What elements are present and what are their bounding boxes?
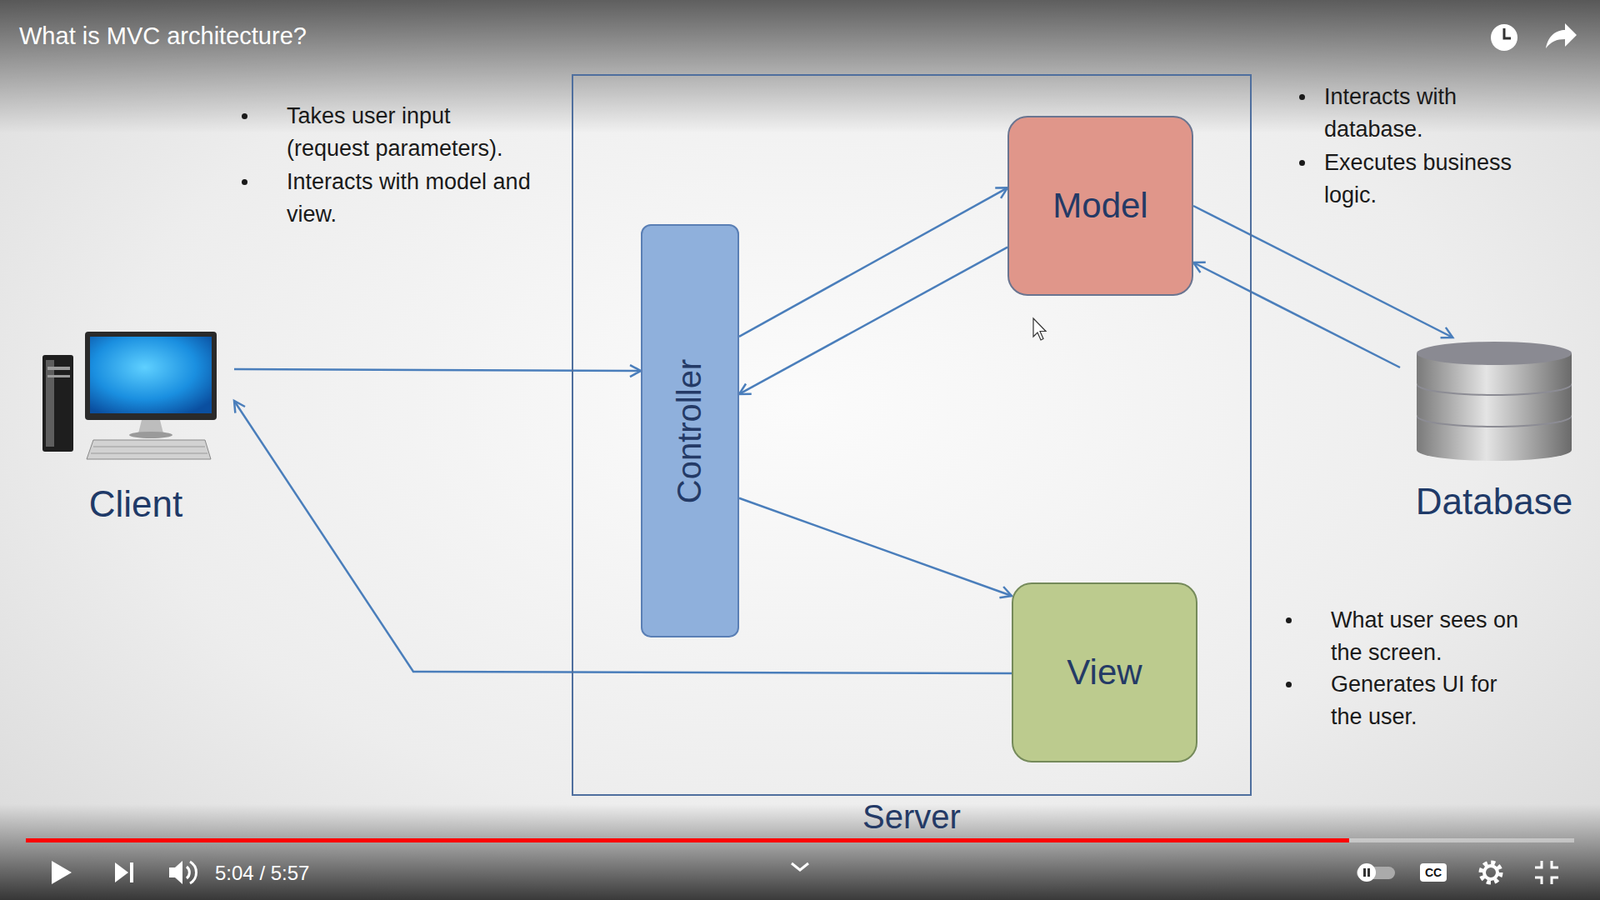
svg-shape [115, 862, 129, 883]
svg-shape [90, 453, 208, 455]
bullet-note: Takes user input (request parameters). [286, 100, 537, 165]
node-label: Database [1400, 480, 1589, 524]
bullet-dot [1285, 617, 1292, 624]
svg-shape [86, 440, 211, 460]
svg-shape [1535, 860, 1559, 885]
svg-shape [186, 866, 190, 879]
bullet-note: What user sees on the screen. [1330, 604, 1531, 670]
svg-shape [90, 336, 212, 414]
controller-box: Controller [640, 224, 740, 638]
node-label: Client [37, 483, 235, 526]
database-icon [1416, 341, 1572, 461]
server-boundary: ServerControllerModelView [571, 74, 1252, 796]
flow-arrow [1193, 262, 1400, 368]
box-label: Model [1044, 185, 1156, 226]
svg-shape [93, 446, 205, 448]
model-box: Model [1007, 115, 1194, 296]
flow-arrow [739, 187, 1008, 337]
bullet-note: Interacts with database. [1324, 80, 1541, 146]
bottom-shade [0, 804, 1600, 900]
svg-shape [42, 355, 74, 452]
caption-button: CC [1420, 863, 1447, 882]
svg-shape [1363, 868, 1366, 877]
top-right-icons [1490, 23, 1577, 51]
player-controls [51, 860, 1559, 885]
svg-shape [169, 860, 183, 885]
svg-shape [45, 360, 55, 447]
svg-shape [1504, 28, 1511, 39]
svg-shape [1490, 24, 1518, 51]
mouse-cursor [1033, 318, 1046, 340]
svg-shape [85, 331, 217, 420]
flow-arrow [739, 498, 1012, 596]
bullet-note: Interacts with model and view. [286, 165, 537, 231]
title-wrap: What is MVC architecture? [19, 22, 307, 50]
svg-shape [190, 861, 197, 884]
bullet-note: Executes business logic. [1324, 146, 1541, 212]
label-wrap: CC [1420, 863, 1447, 882]
svg-shape [1357, 863, 1376, 882]
flow-arrow [739, 247, 1008, 395]
bullet-dot [1299, 94, 1305, 100]
flow-arrow [1193, 205, 1453, 338]
svg-shape [129, 431, 173, 439]
svg-shape [1480, 862, 1501, 883]
svg-shape [1367, 868, 1370, 877]
client-node: Client [37, 325, 235, 534]
bullet-dot [241, 113, 248, 120]
svg-shape [47, 366, 70, 370]
bullet-dot [1285, 681, 1292, 688]
svg-shape [47, 375, 70, 378]
computer-icon [42, 331, 217, 460]
svg-shape [25, 838, 1350, 843]
label-wrap: Generates UI for the user. [1330, 668, 1531, 734]
svg-shape [1416, 341, 1572, 365]
svg-shape [1416, 439, 1572, 461]
time-display: 5:04 / 5:57 [215, 861, 310, 885]
svg-shape [1416, 372, 1572, 395]
label-wrap: Interacts with model and view. [286, 165, 537, 231]
label-wrap: What user sees on the screen. [1330, 604, 1531, 670]
label-wrap: Takes user input (request parameters). [286, 100, 537, 165]
svg-shape [51, 860, 72, 885]
label-wrap: 5:04 / 5:57 [215, 861, 310, 885]
progress-bar [25, 838, 1575, 843]
svg-shape [1416, 404, 1572, 426]
svg-shape [1484, 865, 1498, 880]
bullet-note: Generates UI for the user. [1330, 668, 1531, 734]
svg-shape [1545, 23, 1577, 49]
boundary-label: Server [573, 798, 1250, 835]
video-title: What is MVC architecture? [19, 22, 307, 50]
svg-shape [138, 420, 164, 434]
view-box: View [1011, 582, 1198, 763]
database-node: Database [1400, 337, 1589, 538]
bullet-dot [1299, 160, 1305, 166]
box-label: Controller [671, 358, 710, 503]
label-wrap: Interacts with database. [1324, 80, 1541, 146]
svg-shape [130, 862, 134, 883]
flow-arrow [234, 369, 641, 371]
svg-shape [25, 838, 1575, 843]
top-shade [0, 0, 1600, 134]
label-wrap: Executes business logic. [1324, 146, 1541, 212]
bullet-dot [241, 179, 248, 185]
flow-arrow [234, 400, 1012, 674]
box-label: View [1058, 652, 1150, 693]
svg-shape [791, 863, 809, 870]
